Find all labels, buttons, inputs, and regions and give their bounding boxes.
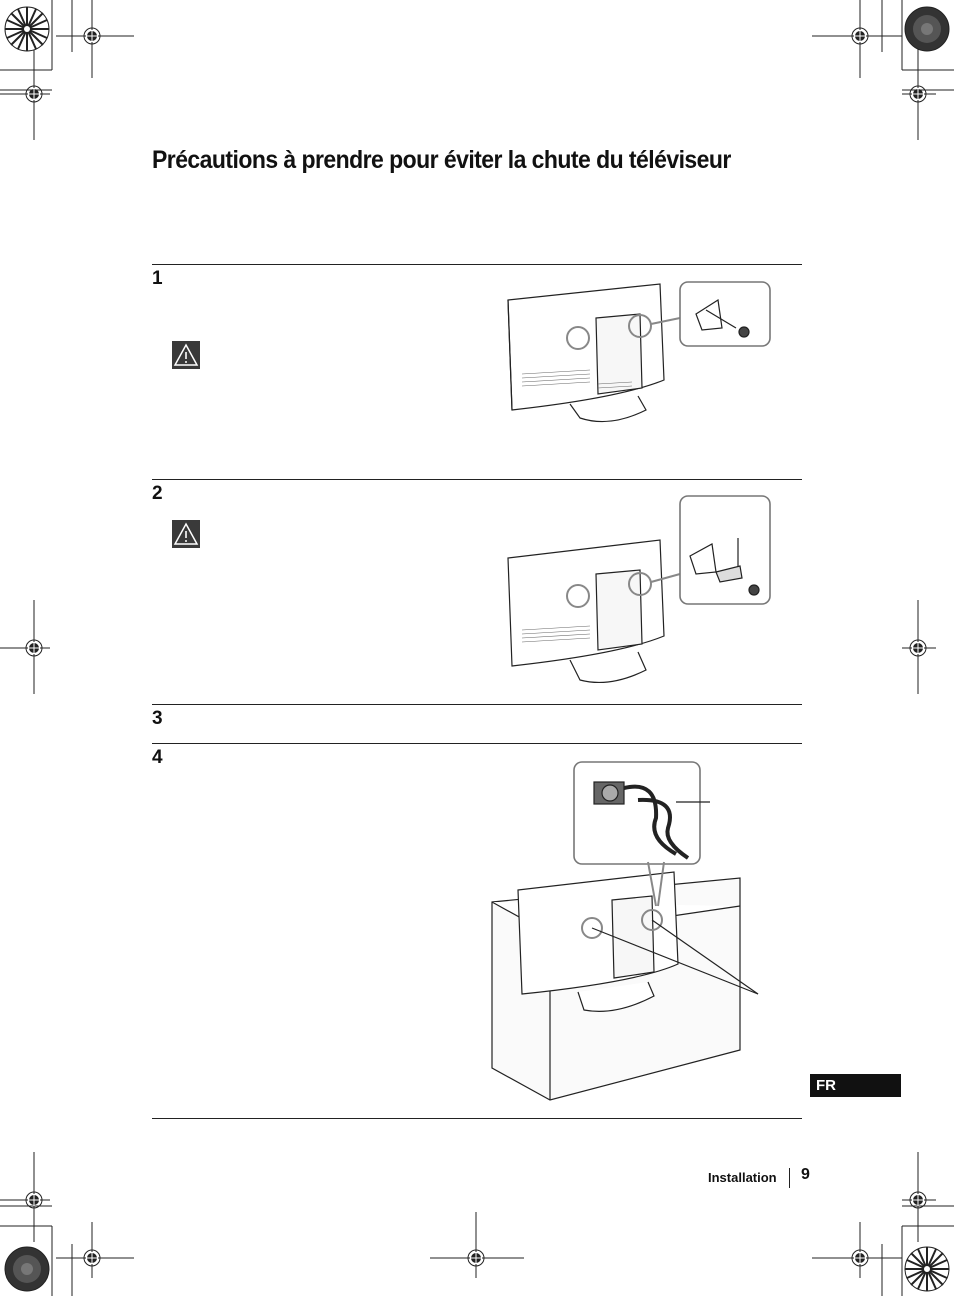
page-number: 9 — [801, 1166, 810, 1183]
step-number: 1 — [152, 268, 163, 289]
registration-mark-icon — [430, 1212, 524, 1278]
color-wheel-icon — [4, 6, 50, 52]
step-divider — [152, 264, 802, 265]
registration-mark-icon — [0, 600, 50, 694]
step-number: 4 — [152, 747, 163, 768]
tv-cord-stand-illustration — [491, 761, 759, 1101]
language-tab: FR — [810, 1074, 901, 1097]
warning-icon — [172, 341, 200, 369]
registration-mark-icon — [812, 0, 902, 78]
warning-icon — [172, 520, 200, 548]
footer-divider — [789, 1168, 790, 1188]
tv-back-screw-illustration — [507, 281, 771, 423]
step-divider — [152, 704, 802, 705]
page-title: Précautions à prendre pour éviter la chu… — [152, 146, 731, 174]
registration-mark-icon — [56, 1222, 134, 1278]
footer-section-label: Installation — [708, 1170, 777, 1185]
registration-mark-icon — [902, 1152, 936, 1242]
registration-mark-icon — [902, 600, 936, 694]
step-divider — [152, 479, 802, 480]
step-divider — [152, 743, 802, 744]
step-number: 3 — [152, 708, 163, 729]
tv-back-bracket-illustration — [507, 495, 771, 684]
registration-mark-icon — [902, 36, 936, 140]
color-wheel-icon — [4, 1246, 50, 1292]
color-wheel-icon — [904, 6, 950, 52]
color-wheel-icon — [904, 1246, 950, 1292]
registration-mark-icon — [0, 36, 50, 140]
section-end-rule — [152, 1118, 802, 1119]
registration-mark-icon — [56, 0, 134, 78]
step-number: 2 — [152, 483, 163, 504]
registration-mark-icon — [812, 1222, 902, 1278]
registration-mark-icon — [0, 1152, 50, 1242]
